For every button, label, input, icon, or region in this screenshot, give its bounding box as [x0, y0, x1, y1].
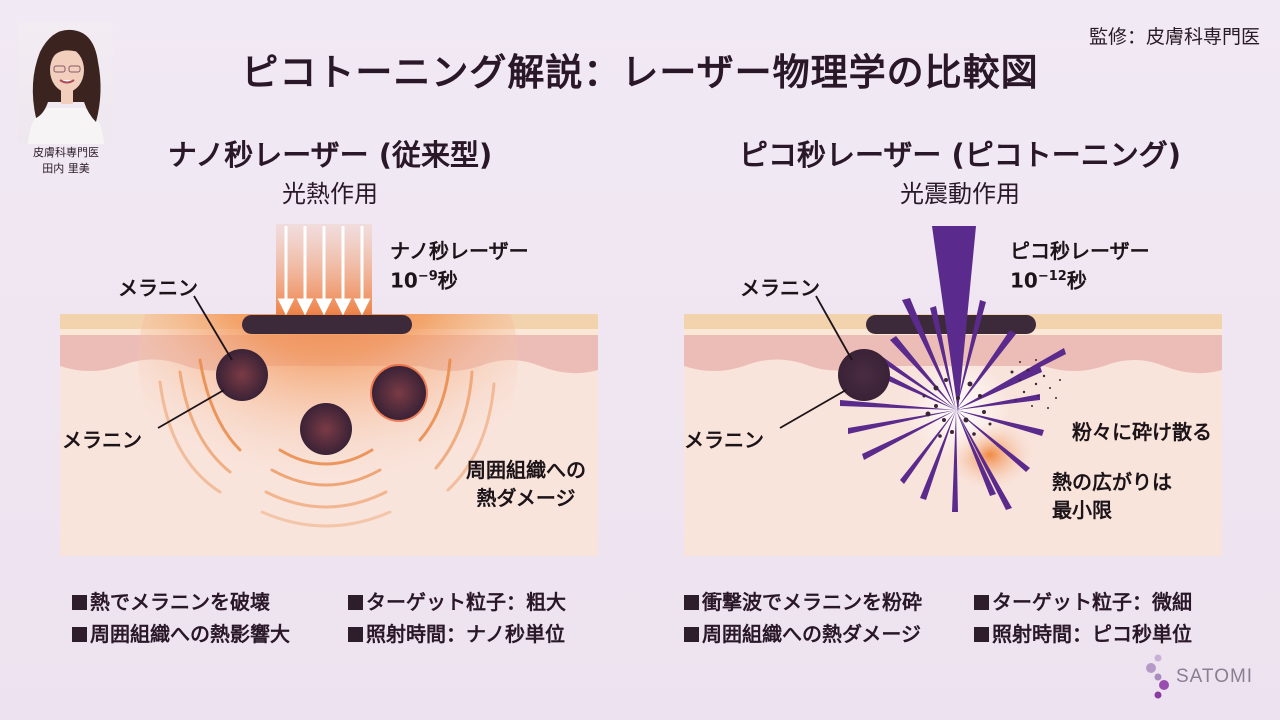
minimal-heat-line1: 熱の広がりは [1052, 470, 1172, 494]
bullet-text: 周囲組織への熱影響大 [90, 622, 290, 646]
duration-unit: 秒 [1066, 268, 1087, 293]
minimal-heat-line2: 最小限 [1052, 498, 1112, 522]
right-bullet-2: ターゲット粒子：微細 [974, 586, 1192, 615]
nano-laser-duration: 10−9秒 [390, 264, 529, 294]
doctor-specialty: 皮膚科専門医 [33, 146, 99, 159]
supervisor-label: 監修：皮膚科専門医 [1088, 26, 1260, 48]
pico-laser-duration: 10−12秒 [1010, 264, 1150, 294]
melanin-fragments [922, 359, 1061, 438]
bullet-text: 衝撃波でメラニンを粉砕 [702, 590, 922, 614]
thermal-damage-line2: 熱ダメージ [476, 486, 576, 510]
right-panel-subheading: 光震動作用 [900, 180, 1020, 208]
doctor-portrait [18, 22, 113, 144]
minimal-heat-label: 熱の広がりは 最小限 [1052, 468, 1172, 524]
doctor-name: 田内 里美 [42, 162, 90, 175]
right-bullet-1: 衝撃波でメラニンを粉砕 [684, 586, 922, 615]
surface-pigment [242, 315, 412, 334]
nano-laser-diagram [60, 224, 598, 556]
bullet-square-icon [72, 627, 87, 642]
bullet-square-icon [974, 595, 989, 610]
melanin-particle [216, 349, 268, 401]
pico-laser-beam [932, 226, 976, 412]
doctor-caption: 皮膚科専門医 田内 里美 [20, 145, 112, 177]
pico-laser-label-line1: ピコ秒レーザー [1010, 239, 1150, 263]
melanin-label-top-left: メラニン [118, 276, 198, 300]
left-bullet-2: ターゲット粒子：粗大 [348, 586, 566, 615]
right-bullet-4: 照射時間：ピコ秒単位 [974, 618, 1192, 647]
duration-unit: 秒 [437, 268, 458, 293]
bullet-square-icon [72, 595, 87, 610]
pico-laser-label: ピコ秒レーザー 10−12秒 [1010, 238, 1150, 294]
duration-base: 10 [390, 268, 418, 293]
left-bullet-3: 周囲組織への熱影響大 [72, 618, 290, 647]
left-bullet-4: 照射時間：ナノ秒単位 [348, 618, 565, 647]
duration-base: 10 [1010, 268, 1038, 293]
melanin-particle [300, 403, 352, 455]
melanin-label-side-right: メラニン [684, 428, 764, 452]
brand-dots-icon [1146, 654, 1169, 699]
right-bullet-3: 周囲組織への熱ダメージ [684, 618, 921, 647]
bullet-text: 照射時間：ナノ秒単位 [366, 622, 565, 646]
right-panel-heading: ピコ秒レーザー (ピコトーニング) [738, 138, 1182, 172]
nano-laser-label-line1: ナノ秒レーザー [390, 239, 529, 263]
melanin-label-top-right: メラニン [740, 276, 820, 300]
melanin-particle [838, 349, 890, 401]
thermal-damage-label: 周囲組織への 熱ダメージ [466, 456, 586, 512]
bullet-text: 周囲組織への熱ダメージ [702, 622, 921, 646]
doctor-portrait-icon [28, 29, 104, 144]
bullet-square-icon [684, 627, 699, 642]
bullet-text: ターゲット粒子：微細 [992, 590, 1192, 614]
pico-laser-diagram [684, 226, 1222, 556]
melanin-label-side-left: メラニン [62, 428, 142, 452]
nano-laser-label: ナノ秒レーザー 10−9秒 [390, 238, 529, 294]
bullet-square-icon [348, 595, 363, 610]
bullet-text: 熱でメラニンを破壊 [90, 590, 270, 614]
brand-name: SATOMI [1176, 666, 1254, 687]
left-panel-subheading: 光熱作用 [282, 180, 378, 208]
bullet-text: 照射時間：ピコ秒単位 [992, 622, 1192, 646]
bullet-text: ターゲット粒子：粗大 [366, 590, 566, 614]
brand-logo: SATOMI [1142, 652, 1272, 702]
bullet-square-icon [348, 627, 363, 642]
left-panel-heading: ナノ秒レーザー (従来型) [167, 138, 493, 172]
thermal-damage-line1: 周囲組織への [466, 458, 586, 482]
melanin-particle [372, 366, 426, 420]
shockwave-spikes [840, 298, 1066, 512]
page-title: ピコトーニング解説：レーザー物理学の比較図 [241, 51, 1039, 94]
duration-exponent: −12 [1037, 269, 1067, 284]
nano-laser-beam [276, 224, 372, 316]
bullet-square-icon [684, 595, 699, 610]
heat-waves [158, 358, 496, 528]
duration-exponent: −9 [417, 269, 438, 284]
left-bullet-1: 熱でメラニンを破壊 [72, 586, 270, 615]
shatter-label: 粉々に砕け散る [1072, 420, 1212, 444]
bullet-square-icon [974, 627, 989, 642]
